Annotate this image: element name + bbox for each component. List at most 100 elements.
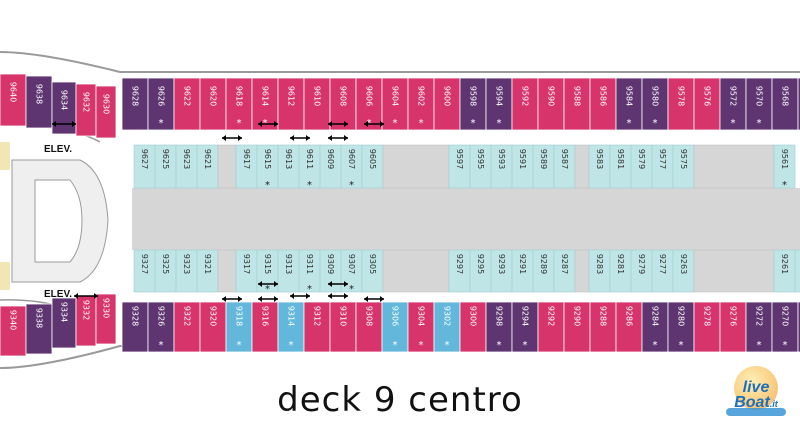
cabin[interactable] (303, 77, 331, 131)
cabin-number: 9580 (651, 86, 660, 106)
cabin[interactable] (589, 77, 617, 131)
cabin[interactable] (303, 301, 331, 353)
cabin-number: 9612 (287, 86, 296, 106)
arrow-head (290, 135, 310, 141)
cabin-number: 9622 (183, 86, 192, 106)
cabin[interactable] (485, 301, 513, 353)
cabin[interactable] (173, 301, 201, 353)
cabin[interactable] (329, 301, 357, 353)
cabin[interactable] (537, 77, 565, 131)
cabin[interactable] (433, 77, 461, 131)
cabin[interactable] (199, 301, 227, 353)
cabin[interactable] (797, 77, 800, 131)
cabin[interactable] (667, 301, 695, 353)
cabin[interactable] (25, 303, 53, 355)
accessible-star-icon: * (523, 340, 528, 351)
cabin-number: 9320 (209, 306, 218, 326)
accessible-star-icon: * (237, 340, 242, 351)
cabin[interactable] (771, 77, 799, 131)
cabin[interactable] (719, 77, 747, 131)
cabin[interactable] (511, 77, 539, 131)
cabin[interactable] (459, 301, 487, 353)
cabin-number: 9600 (443, 86, 452, 106)
accessible-star-icon: * (757, 340, 762, 351)
cabin[interactable] (25, 75, 53, 129)
cabin-number: 9581 (616, 149, 625, 169)
cabin-number: 9297 (455, 254, 464, 274)
cabin-number: 9315 (263, 254, 272, 274)
atrium-void (34, 179, 83, 263)
cabin-number: 9592 (521, 86, 530, 106)
accessible-star-icon: * (265, 284, 270, 295)
cabin[interactable] (225, 301, 253, 353)
inner-cabin[interactable] (794, 249, 800, 293)
cabin[interactable] (121, 77, 149, 131)
inner-cabin[interactable] (773, 144, 796, 189)
cabin-number: 9623 (182, 149, 191, 169)
cabin[interactable] (745, 77, 773, 131)
cabin[interactable] (563, 301, 591, 353)
cabin[interactable] (277, 301, 305, 353)
cabin-number: 9634 (60, 90, 69, 110)
cabin-number: 9618 (235, 86, 244, 106)
cabin-number: 9630 (102, 94, 111, 114)
accessible-star-icon: * (497, 340, 502, 351)
cabin-number: 9594 (495, 86, 504, 106)
cabin[interactable] (355, 301, 383, 353)
cabin-number: 9595 (476, 149, 485, 169)
cabin[interactable] (797, 301, 800, 353)
cabin-number: 9327 (140, 254, 149, 274)
accessible-star-icon: * (349, 284, 354, 295)
accessible-star-icon: * (307, 180, 312, 191)
logo-text: live Boat.it (734, 379, 778, 411)
cabin[interactable] (277, 77, 305, 131)
cabin-number: 9276 (729, 306, 738, 326)
cabin-number: 9628 (131, 86, 140, 106)
cabin[interactable] (95, 85, 117, 139)
arrow-head (364, 121, 384, 127)
accessible-star-icon: * (289, 340, 294, 351)
cabin-number: 9309 (326, 254, 335, 274)
cabin[interactable] (693, 77, 721, 131)
cabin-number: 9323 (182, 254, 191, 274)
arrow-head (328, 135, 348, 141)
cabin[interactable] (615, 77, 643, 131)
cabin-number: 9625 (161, 149, 170, 169)
cabin[interactable] (0, 305, 27, 357)
cabin[interactable] (95, 293, 117, 345)
cabin-number: 9632 (82, 92, 91, 112)
cabin[interactable] (0, 73, 27, 127)
cabin[interactable] (251, 301, 279, 353)
cabin-number: 9300 (469, 306, 478, 326)
service-area (217, 249, 237, 293)
cabin[interactable] (641, 301, 669, 353)
cabin[interactable] (693, 301, 721, 353)
cabin[interactable] (407, 301, 435, 353)
cabin[interactable] (121, 301, 149, 353)
cabin[interactable] (251, 77, 279, 131)
cabin-number: 9576 (703, 86, 712, 106)
cabin[interactable] (225, 77, 253, 131)
cabin[interactable] (485, 77, 513, 131)
cabin[interactable] (511, 301, 539, 353)
cabin[interactable] (199, 77, 227, 131)
arrow-head (328, 293, 348, 299)
stair-bottom (0, 262, 10, 290)
accessible-star-icon: * (783, 340, 788, 351)
cabin-number: 9620 (209, 86, 218, 106)
elevator-label-top: ELEV. (44, 144, 72, 155)
cabin-number: 9570 (755, 86, 764, 106)
cabin[interactable] (173, 77, 201, 131)
cabin[interactable] (745, 301, 773, 353)
cabin-number: 9322 (183, 306, 192, 326)
cabin[interactable] (459, 77, 487, 131)
cabin[interactable] (381, 301, 409, 353)
cabin-number: 9312 (313, 306, 322, 326)
cabin[interactable] (719, 301, 747, 353)
cabin[interactable] (147, 77, 175, 131)
accessible-star-icon: * (419, 118, 424, 129)
accessible-star-icon: * (445, 340, 450, 351)
